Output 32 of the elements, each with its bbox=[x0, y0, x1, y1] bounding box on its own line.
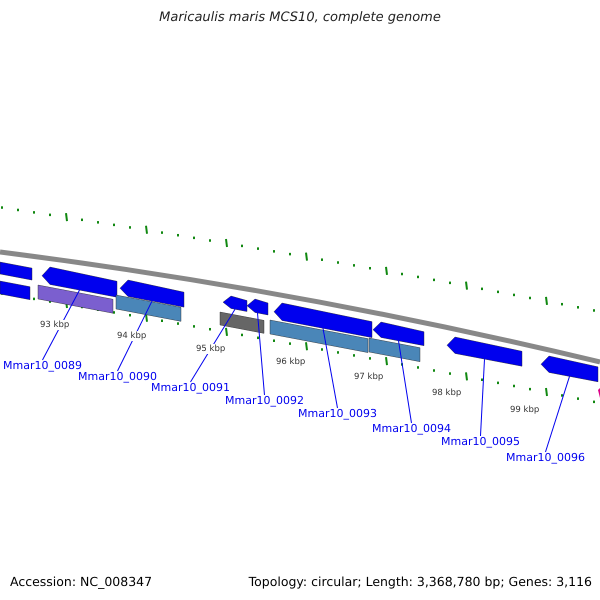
summary-text: Topology: circular; Length: 3,368,780 bp; Genes: 3,116 bbox=[248, 574, 592, 589]
leader-line bbox=[116, 300, 152, 372]
leader-line bbox=[544, 376, 570, 452]
gene-feature bbox=[274, 302, 372, 338]
leader-line bbox=[257, 312, 265, 396]
gene-label: Mmar10_0089 bbox=[3, 360, 82, 372]
gene-feature bbox=[42, 266, 118, 298]
gene-label: Mmar10_0095 bbox=[441, 436, 520, 448]
gene-feature bbox=[446, 336, 522, 366]
gene-feature bbox=[540, 356, 598, 382]
gene-feature bbox=[372, 322, 424, 346]
title: Maricaulis maris MCS10, complete genome bbox=[158, 10, 442, 25]
leader-line bbox=[480, 358, 485, 436]
leader-line bbox=[398, 340, 412, 424]
gene-label: Mmar10_0094 bbox=[372, 423, 451, 435]
scale-label: 95 kbp bbox=[196, 344, 226, 354]
gene-label: Mmar10_0090 bbox=[78, 371, 157, 383]
gene-feature bbox=[120, 280, 184, 308]
scale-label: 94 kbp bbox=[117, 331, 146, 341]
accession-text: Accession: NC_008347 bbox=[10, 574, 152, 589]
scale-label: 97 kbp bbox=[354, 372, 384, 382]
scale-label: 96 kbp bbox=[276, 357, 306, 367]
gene-feature bbox=[246, 298, 268, 316]
gene-label: Mmar10_0093 bbox=[298, 408, 377, 420]
gene-label: Mmar10_0092 bbox=[225, 395, 304, 407]
gene-label: Mmar10_0096 bbox=[506, 452, 585, 464]
scale-label: 98 kbp bbox=[432, 388, 462, 398]
scale-label: 99 kbp bbox=[510, 405, 540, 415]
scale-label: 93 kbp bbox=[40, 320, 70, 330]
gene-label: Mmar10_0091 bbox=[151, 382, 230, 394]
leader-line bbox=[322, 328, 338, 408]
leader-line bbox=[190, 308, 236, 382]
